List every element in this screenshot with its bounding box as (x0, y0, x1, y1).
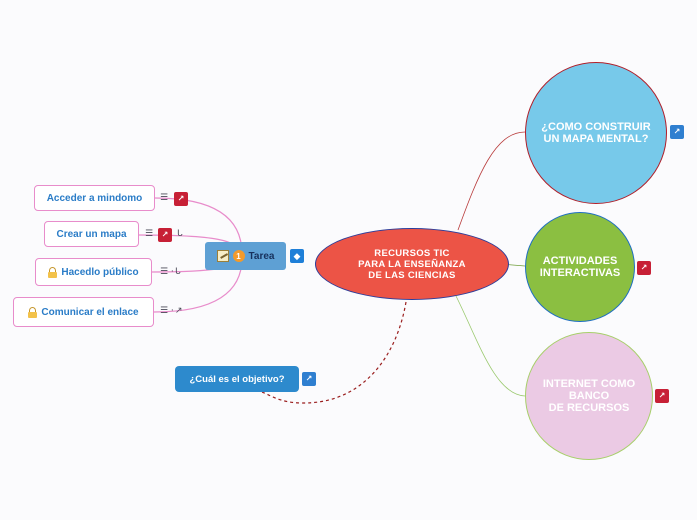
objetivo-topic[interactable]: ¿Cuál es el objetivo? (175, 366, 299, 392)
notes-icon[interactable]: ☰ · (160, 267, 174, 277)
objetivo-label: ¿Cuál es el objetivo? (189, 373, 285, 385)
subtopic-label: Hacedlo público (61, 266, 139, 278)
central-topic-label: RECURSOS TIC PARA LA ENSEÑANZA DE LAS CI… (358, 247, 466, 281)
subtopic-label: Comunicar el enlace (41, 306, 139, 318)
branch-construir-mapa[interactable]: ¿COMO CONSTRUIR UN MAPA MENTAL? (525, 62, 667, 204)
branch-actividades-interactivas[interactable]: ACTIVIDADES INTERACTIVAS (525, 212, 635, 322)
dropbox-icon[interactable]: ◆ (290, 249, 304, 263)
subtopic-label: Acceder a mindomo (46, 192, 143, 204)
external-link-icon[interactable]: ↗ (175, 306, 183, 316)
mindomo-logo-icon[interactable]: ↗ (158, 228, 172, 242)
mindomo-logo-icon[interactable]: ↗ (637, 261, 651, 275)
notes-icon[interactable]: ☰ · (160, 306, 174, 316)
tarea-label: Tarea (248, 250, 275, 262)
task-icon (216, 250, 229, 262)
mindomo-logo-icon[interactable]: ↗ (302, 372, 316, 386)
subtopic-crear-mapa[interactable]: Crear un mapa (44, 221, 139, 247)
branch-internet-label: INTERNET COMO BANCO DE RECURSOS (542, 378, 636, 414)
mindomo-logo-icon[interactable]: ↗ (655, 389, 669, 403)
subtopic-label: Crear un mapa (56, 228, 127, 240)
link-central-to-objetivo (261, 301, 407, 404)
subtopic-acceder-mindomo[interactable]: Acceder a mindomo (34, 185, 155, 211)
link-central-to-construir (457, 131, 526, 231)
mindomo-logo-icon[interactable]: ↗ (174, 192, 188, 206)
tarea-topic[interactable]: 1 Tarea (205, 242, 286, 270)
paperclip-icon[interactable]: ᒐ (175, 267, 181, 277)
paperclip-icon[interactable]: ᒐ (177, 229, 183, 239)
notes-icon[interactable]: ☰ (160, 193, 169, 203)
branch-internet-recursos[interactable]: INTERNET COMO BANCO DE RECURSOS (525, 332, 653, 460)
subtopic-hacedlo-publico[interactable]: Hacedlo público (35, 258, 152, 286)
lock-icon (48, 266, 58, 278)
link-central-to-internet (455, 295, 526, 397)
subtopic-comunicar-enlace[interactable]: Comunicar el enlace (13, 297, 154, 327)
branch-construir-mapa-label: ¿COMO CONSTRUIR UN MAPA MENTAL? (541, 121, 651, 145)
lock-icon (28, 306, 38, 318)
mindomo-logo-icon[interactable]: ↗ (670, 125, 684, 139)
notes-icon[interactable]: ☰ (145, 229, 154, 239)
branch-actividades-label: ACTIVIDADES INTERACTIVAS (539, 255, 621, 279)
priority-icon: 1 (232, 250, 245, 262)
central-topic[interactable]: RECURSOS TIC PARA LA ENSEÑANZA DE LAS CI… (315, 228, 509, 300)
